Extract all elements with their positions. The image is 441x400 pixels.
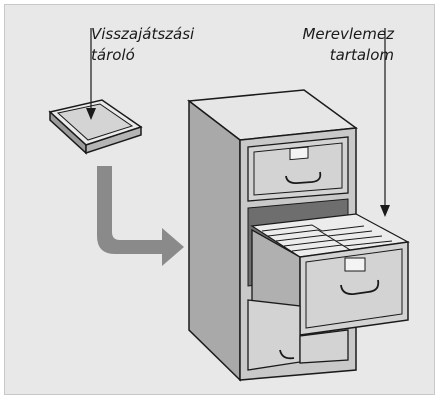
hard-disk-leader [380,28,390,217]
move-arrow-icon [97,166,184,266]
replay-storage-label: Visszajátszási tároló [91,24,194,66]
hard-disk-content-label: Merevlemez tartalom [302,24,394,66]
hard-disk-label-line1: Merevlemez [302,25,394,43]
replay-storage-label-line1: Visszajátszási [91,25,195,43]
replay-storage-leader [86,28,96,120]
filing-cabinet-icon [187,89,410,382]
hard-disk-label-line2: tartalom [329,46,394,64]
tray-icon [48,99,143,155]
replay-storage-label-line2: tároló [91,46,135,64]
